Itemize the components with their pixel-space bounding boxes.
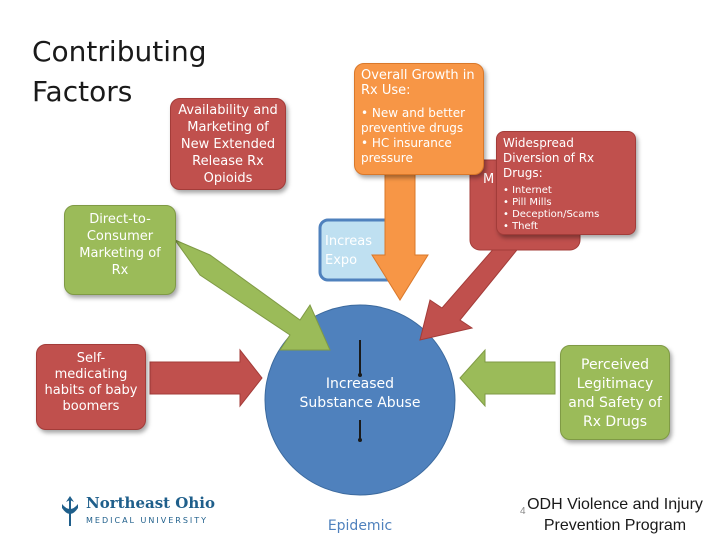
slide-title: Contributing Factors — [32, 32, 232, 112]
footer-org-line-2: Prevention Program — [543, 517, 687, 534]
availability-line-3: New Extended — [180, 137, 276, 152]
arrow-diversion — [419, 229, 526, 341]
availability-line-4: Release Rx — [192, 154, 264, 169]
availability-marketing-box: Availability and Marketing of New Extend… — [170, 98, 286, 190]
center-line-2: Substance Abuse — [299, 395, 421, 411]
footer-org-line-1: ODH Violence and Injury — [527, 496, 703, 513]
perceived-line-2: Legitimacy — [576, 376, 654, 392]
overall-growth-bullet-2: HC insurance pressure — [361, 136, 477, 166]
self-medicating-box: Self- medicating habits of baby boomers — [36, 344, 146, 430]
self-medicating-line-2: medicating — [54, 367, 128, 382]
footer-org: ODH Violence and Injury Prevention Progr… — [512, 494, 718, 536]
page-number: 4 — [520, 506, 526, 517]
availability-line-5: Opioids — [203, 171, 253, 186]
perceived-line-3: and Safety of — [568, 395, 662, 411]
diversion-bullets: Internet Pill Mills Deception/Scams Thef… — [503, 185, 629, 233]
diversion-heading-1: Widespread — [503, 136, 574, 150]
perceived-legitimacy-box: Perceived Legitimacy and Safety of Rx Dr… — [560, 345, 670, 440]
availability-line-2: Marketing of — [187, 120, 269, 135]
overall-growth-heading-2: Rx Use: — [361, 83, 411, 98]
arrow-dtc — [173, 238, 331, 351]
diversion-hidden-letter: M — [483, 172, 495, 187]
increased-exposure-line-1: Increas — [325, 234, 373, 249]
perceived-line-1: Perceived — [581, 357, 649, 373]
self-medicating-line-3: habits of baby — [44, 383, 138, 398]
diversion-box: Widespread Diversion of Rx Drugs: Intern… — [496, 131, 636, 235]
neomed-logo: Northeast Ohio MEDICAL UNIVERSITY — [58, 494, 218, 530]
center-circle-label: Increased Substance Abuse — [280, 375, 440, 413]
self-medicating-line-1: Self- — [76, 351, 106, 366]
logo-symbol-icon — [62, 496, 78, 526]
diversion-heading-3: Drugs: — [503, 166, 543, 180]
overall-growth-bullets: New and better preventive drugs HC insur… — [361, 106, 477, 166]
arrow-perceived — [459, 348, 556, 408]
logo-title: Northeast Ohio — [86, 494, 215, 512]
dtc-line-1: Direct-to- — [89, 212, 151, 227]
arrow-self-medicating — [149, 348, 263, 408]
dtc-line-2: Consumer — [86, 229, 154, 244]
epidemic-label: Epidemic — [327, 518, 393, 534]
overall-growth-heading-1: Overall Growth in — [361, 68, 475, 83]
circle-dot-bottom — [358, 438, 362, 442]
title-line-2: Factors — [32, 75, 133, 108]
logo-subtitle: MEDICAL UNIVERSITY — [86, 516, 209, 525]
increased-exposure-partial: Increas Expo — [325, 232, 385, 270]
title-line-1: Contributing — [32, 35, 207, 68]
increased-exposure-line-2: Expo — [325, 253, 358, 268]
dtc-line-3: Marketing of — [79, 246, 161, 261]
overall-growth-box: Overall Growth in Rx Use: New and better… — [354, 63, 484, 175]
self-medicating-line-4: boomers — [62, 399, 120, 414]
dtc-line-4: Rx — [111, 263, 129, 278]
diversion-bullet-1: Internet — [503, 185, 629, 197]
center-line-1: Increased — [325, 376, 395, 392]
availability-line-1: Availability and — [178, 103, 278, 118]
diversion-bullet-4: Theft — [503, 221, 629, 233]
perceived-line-4: Rx Drugs — [582, 414, 648, 430]
diversion-bullet-2: Pill Mills — [503, 197, 629, 209]
diversion-heading-2: Diversion of Rx — [503, 151, 595, 165]
overall-growth-bullet-1: New and better preventive drugs — [361, 106, 477, 136]
diversion-bullet-3: Deception/Scams — [503, 209, 629, 221]
direct-to-consumer-box: Direct-to- Consumer Marketing of Rx — [64, 205, 176, 295]
